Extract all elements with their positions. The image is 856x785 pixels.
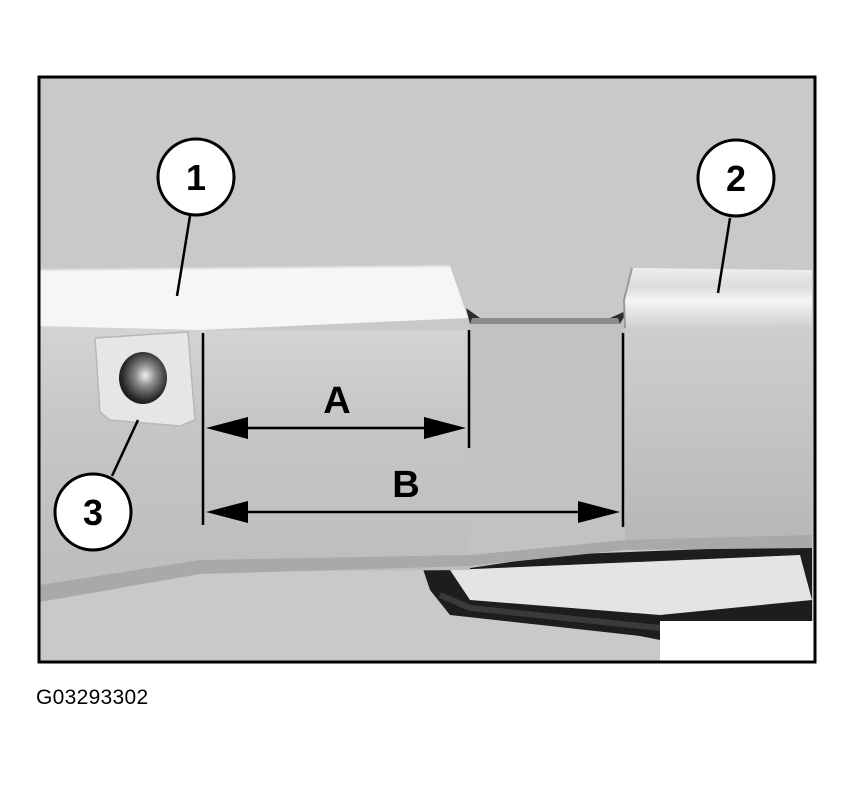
callout-3-label: 3 <box>83 492 103 533</box>
upper-cover-left <box>40 266 468 330</box>
rail-piece <box>624 268 812 328</box>
dimension-a-arrow-left <box>206 417 248 439</box>
callout-3-circle <box>53 472 133 552</box>
dimension-b-arrow-left <box>206 501 248 523</box>
lower-recess-highlight <box>450 555 812 615</box>
callout-2: 2 <box>696 138 776 294</box>
photo-area <box>40 78 814 661</box>
corner-patch <box>660 621 814 661</box>
dimension-b-label: B <box>392 464 419 506</box>
upper-cover-left-top-edge <box>40 265 451 271</box>
dimension-a: A <box>206 380 466 439</box>
rail-piece-edge <box>622 267 633 329</box>
callout-3-leader <box>110 419 140 477</box>
trim-right-section <box>625 322 812 545</box>
photo-frame <box>37 75 817 664</box>
callout-1-label: 1 <box>186 157 206 198</box>
callout-1-leader <box>175 215 192 297</box>
callout-2-label: 2 <box>726 158 746 199</box>
callout-2-circle <box>696 138 776 218</box>
dimension-a-arrow-right <box>424 417 466 439</box>
callout-2-leader <box>716 217 732 294</box>
dimension-a-label: A <box>323 380 350 422</box>
clip-hole <box>119 352 167 404</box>
dimension-b-arrow-right <box>578 501 620 523</box>
trim-lower-shadow <box>40 535 812 602</box>
callout-1: 1 <box>156 137 236 297</box>
figure-id-caption: G03293302 <box>36 686 149 709</box>
dimension-b: B <box>206 464 620 523</box>
trim-middle-section <box>470 322 625 568</box>
cover-gap-inner <box>470 318 620 324</box>
callout-3: 3 <box>53 419 140 552</box>
callout-1-circle <box>156 137 236 217</box>
